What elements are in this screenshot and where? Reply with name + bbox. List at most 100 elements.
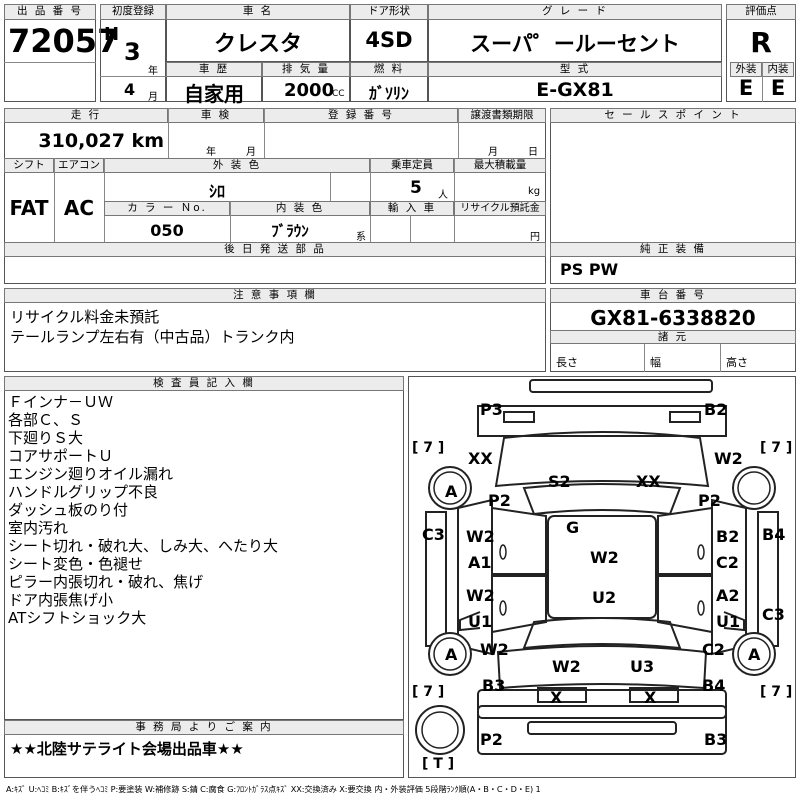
damage-code-rear-wheel-left: A	[445, 482, 458, 501]
damage-code-front-wheel-right: A	[748, 645, 761, 664]
notes-header: 注 意 事 項 欄	[4, 288, 546, 303]
transfer-month-unit: 月	[488, 147, 498, 158]
spare-tire-label: [ T ]	[422, 756, 455, 772]
capacity-unit: 人	[438, 190, 448, 201]
damage-code-front-door-left-w2: W2	[466, 586, 495, 605]
damage-code-rear-door-left-a1: A1	[468, 553, 492, 572]
aircon: AC	[63, 196, 95, 220]
damage-code-rear-quarter-left: P2	[488, 491, 511, 510]
inspector-note-line: シート変色・色褪せ	[8, 555, 144, 573]
era: H	[104, 24, 120, 45]
fuel: ｶﾞｿﾘﾝ	[368, 84, 409, 103]
capacity-header: 乗車定員	[370, 158, 454, 173]
tire-tread-front-right: [ 7 ]	[760, 684, 793, 700]
notes-line-2: テールランプ左右有（中古品）トランク内	[10, 328, 295, 346]
first-reg-divider	[100, 76, 166, 77]
office-header: 事 務 局 よ り ご 案 内	[4, 720, 404, 735]
damage-code-right-side-c3: C3	[762, 605, 785, 624]
shift: FAT	[9, 196, 49, 220]
spec-div-3	[458, 108, 459, 158]
color-no-header: カ ラ ー Ｎo.	[104, 201, 230, 216]
door-header: ドア形状	[350, 4, 428, 20]
color-header: 外 装 色	[104, 158, 370, 173]
damage-code-rear-glass: XX	[636, 472, 661, 491]
sales-points-header: セ ー ル ス ポ イ ン ト	[550, 108, 796, 123]
spec-div-9	[230, 201, 231, 242]
damage-code-rear-quarter-left-xx: XX	[468, 449, 493, 468]
inspector-note-line: 各部Ｃ、Ｓ	[8, 411, 84, 429]
damage-code-front-bumper-left: P2	[480, 730, 503, 749]
frame-number: GX81-6338820	[590, 306, 756, 330]
damage-code-roof-g: G	[566, 518, 580, 537]
interior-color: ﾌﾞﾗｳﾝ	[271, 222, 309, 240]
mileage: 310,027 km	[38, 130, 164, 152]
damage-code-front-right-b4: B4	[702, 676, 726, 695]
capacity: 5	[410, 178, 422, 198]
sales-points-block	[550, 108, 796, 284]
door-type: 4SD	[365, 28, 413, 52]
interior-grade-header: 内装	[762, 62, 794, 77]
rating-header: 評価点	[726, 4, 796, 20]
interior-grade: E	[770, 76, 786, 100]
damage-code-rear-door-right-b2: B2	[716, 527, 740, 546]
damage-code-trunk: S2	[548, 472, 571, 491]
tire-tread-rear-right: [ 7 ]	[760, 440, 793, 456]
damage-code-front-fender-left: W2	[480, 640, 509, 659]
dims-div-2	[720, 344, 721, 372]
inspector-note-line: 下廻りＳ大	[8, 429, 84, 447]
damage-code-front-left-b3: B3	[482, 676, 506, 695]
spec-div-8	[454, 158, 455, 242]
rating: R	[750, 26, 772, 59]
inspection-month-unit: 月	[246, 147, 256, 158]
length-label: 長さ	[556, 356, 578, 369]
color-no: 050	[150, 221, 184, 240]
spec-div-7	[370, 158, 371, 242]
damage-code-headlight-right: X	[644, 688, 657, 707]
reg-month: 4	[124, 80, 136, 99]
inspection-header: 車 検	[168, 108, 264, 123]
grade-header: グ レ ー ド	[428, 4, 722, 20]
tire-tread-front-left: [ 7 ]	[412, 684, 445, 700]
dims-header: 諸 元	[550, 330, 796, 344]
damage-code-front-bumper-right: B3	[704, 730, 728, 749]
tire-tread-rear-left: [ 7 ]	[412, 440, 445, 456]
spec-div-6	[330, 173, 331, 201]
first-reg-header: 初度登録	[100, 4, 166, 20]
spec-div-10	[410, 216, 411, 242]
damage-code-front-wheel-left: A	[445, 645, 458, 664]
notes-line-1: リサイクル料金未預託	[10, 308, 160, 326]
equipment-header: 純 正 装 備	[550, 242, 796, 257]
aircon-header: エアコン	[54, 158, 104, 173]
dims-div-1	[644, 344, 645, 372]
damage-code-rear-quarter-right-p2: P2	[698, 491, 721, 510]
spec-div-2	[264, 108, 265, 158]
inspector-note-line: シート切れ・破れ大、しみ大、へたり大	[8, 537, 279, 555]
import-header: 輸 入 車	[370, 201, 454, 216]
office-message: ★★北陸サテライト会場出品車★★	[10, 740, 244, 758]
damage-code-left-side-c3: C3	[422, 525, 445, 544]
recycle-header: リサイクル預託金	[454, 201, 546, 216]
damage-code-rear-bumper-right: B2	[704, 400, 728, 419]
inspector-note-line: ダッシュ板のり付	[8, 501, 129, 519]
height-label: 高さ	[726, 356, 748, 369]
damage-code-rear-quarter-right: W2	[714, 449, 743, 468]
model-name: クレスタ	[213, 32, 302, 57]
load-unit: kg	[528, 186, 541, 197]
shift-header: シフト	[4, 158, 54, 173]
damage-code-front-door-right-a2: A2	[716, 586, 740, 605]
damage-code-headlight-left: X	[550, 688, 563, 707]
damage-code-windshield-u2: U2	[592, 588, 617, 607]
history: 自家用	[184, 82, 244, 106]
lot-header: 出 品 番 号	[4, 4, 96, 20]
damage-code-front-door-right-u1: U1	[716, 612, 741, 631]
month-unit: 月	[148, 92, 158, 103]
chassis-model: E-GX81	[536, 79, 614, 101]
diagram-block	[408, 376, 796, 778]
grade-split	[762, 62, 763, 102]
later-parts-header: 後 日 発 送 部 品	[4, 242, 546, 257]
load-header: 最大積載量	[454, 158, 546, 173]
exterior-grade: E	[738, 76, 754, 100]
interior-color-header: 内 装 色	[230, 201, 370, 216]
damage-code-right-side-b4: B4	[762, 525, 786, 544]
inspector-note-line: Ｆインナ－ＵＷ	[8, 393, 114, 411]
